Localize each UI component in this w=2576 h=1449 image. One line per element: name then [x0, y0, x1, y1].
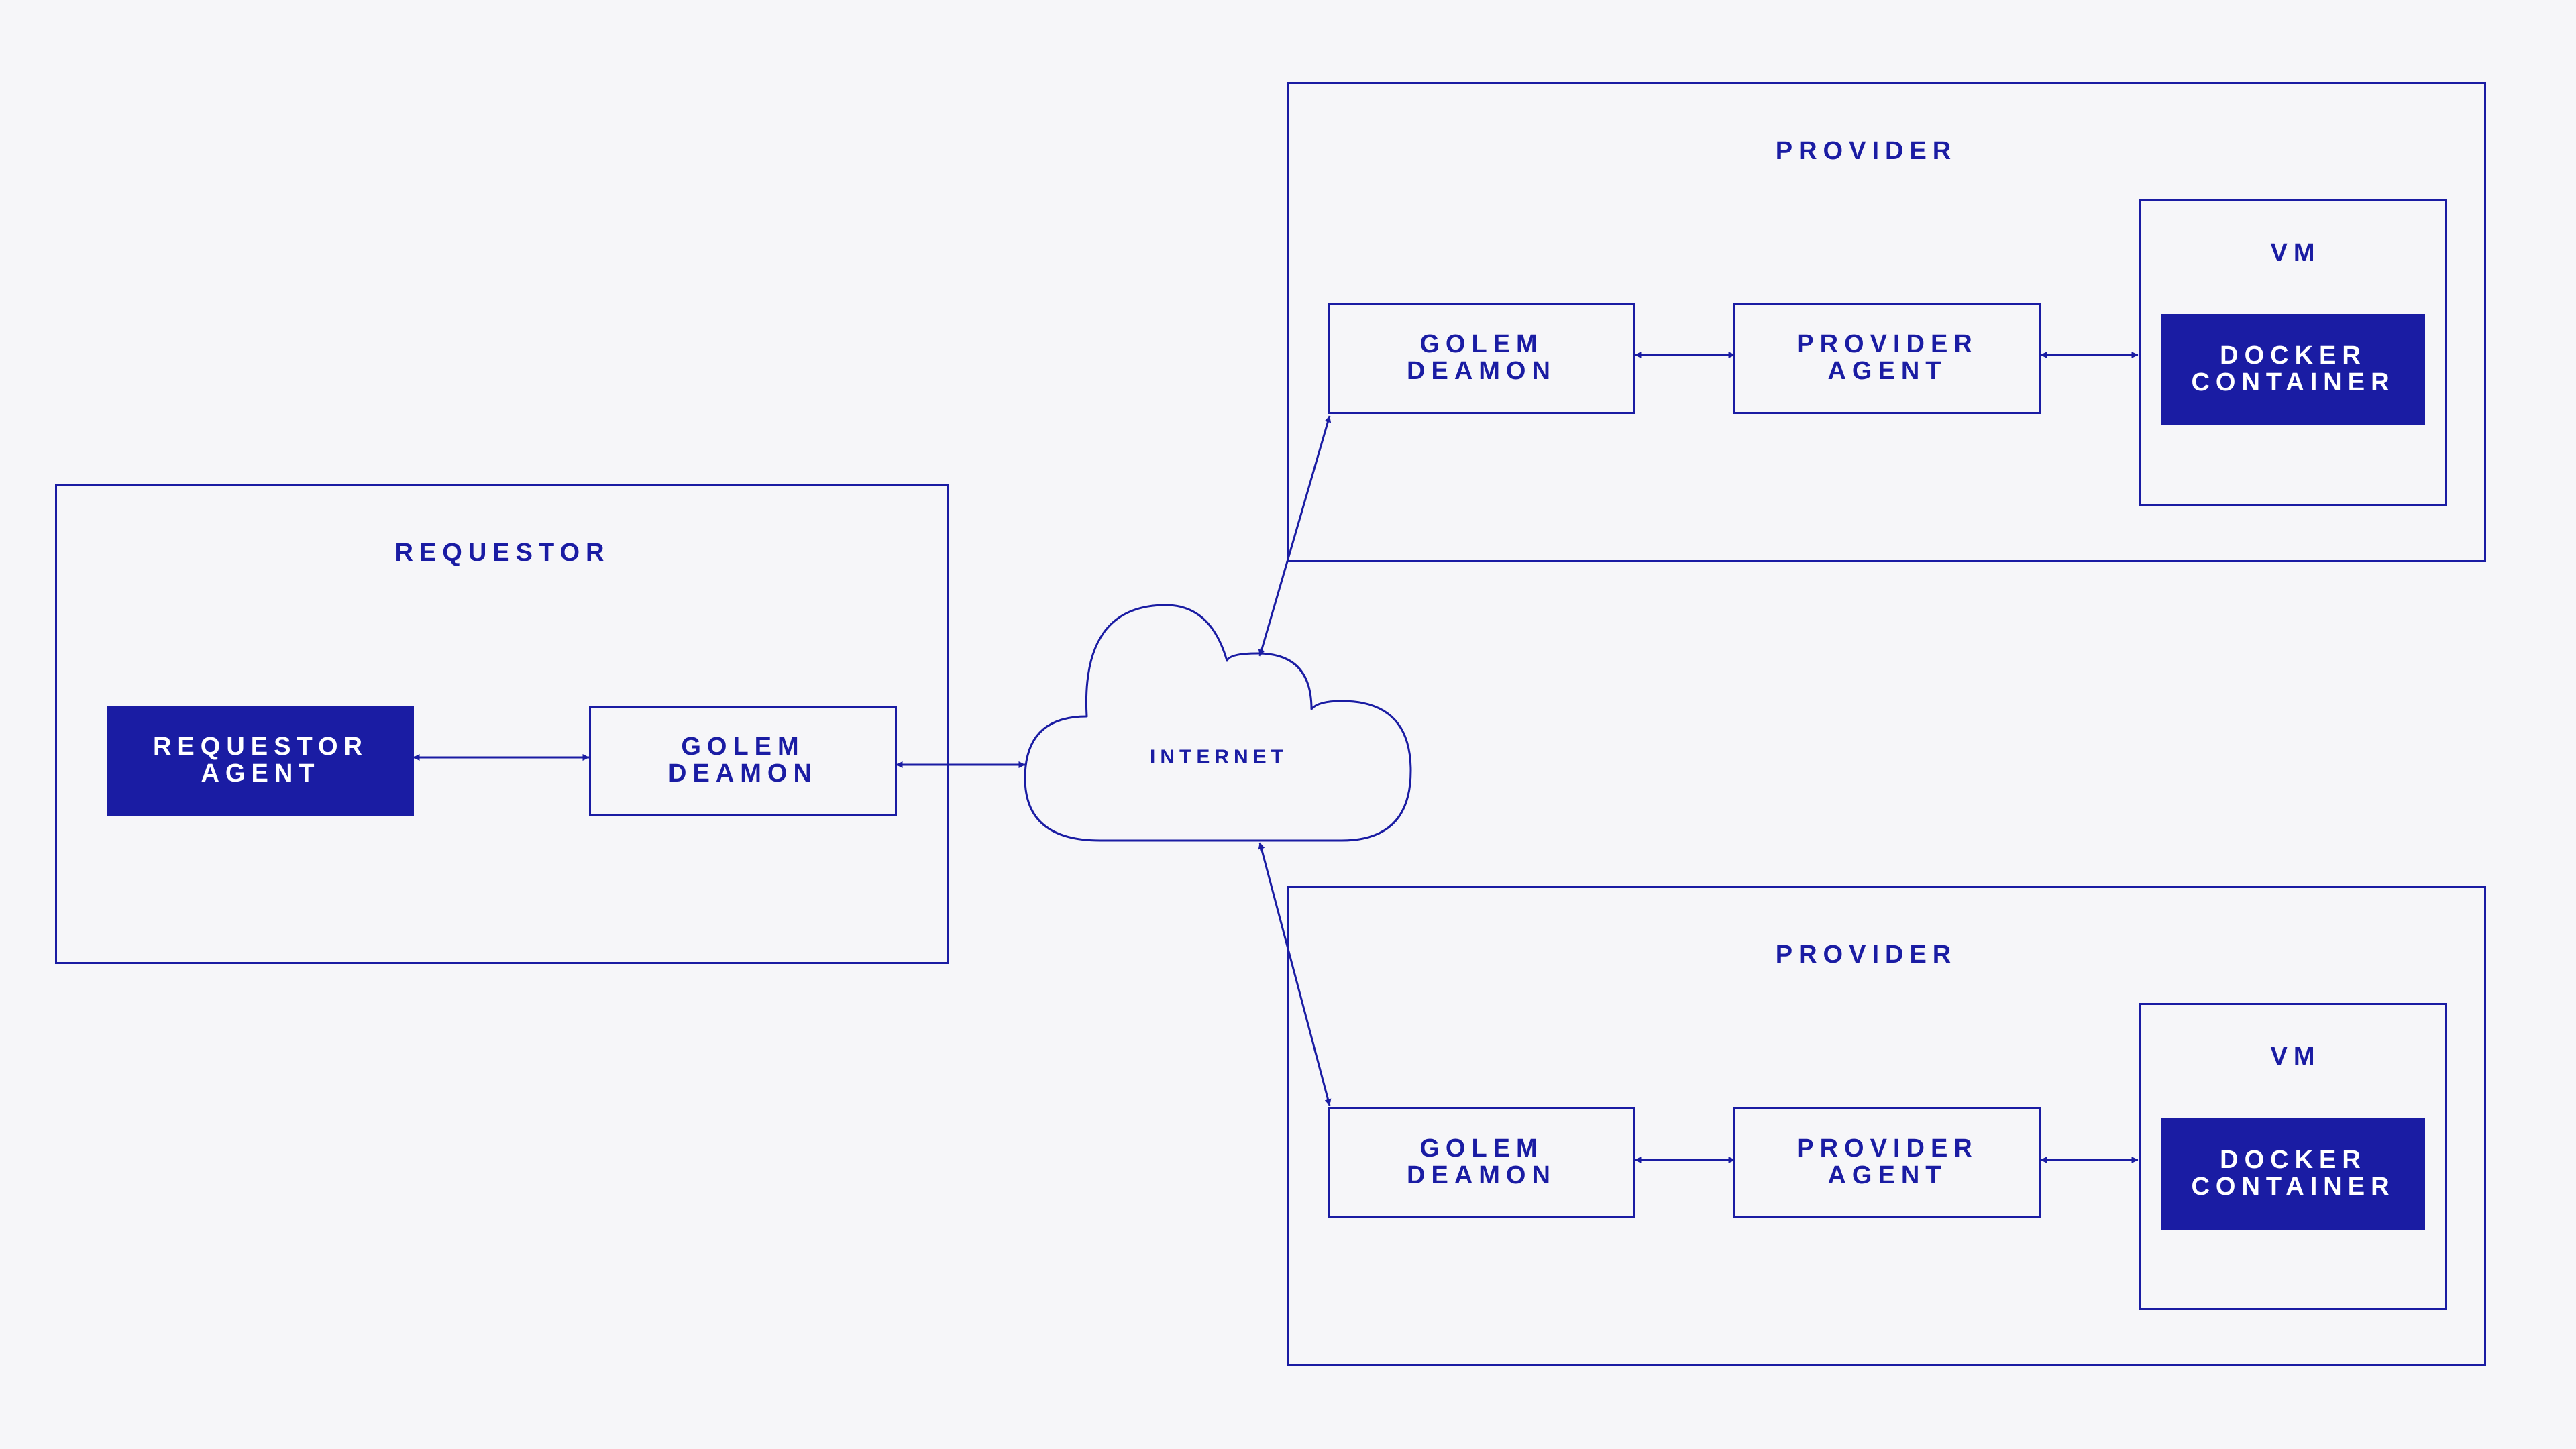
provider-top-vm-frame — [2139, 199, 2447, 506]
provider-top-docker-container-box[interactable]: DOCKER CONTAINER — [2161, 314, 2425, 425]
provider-bottom-agent-box[interactable]: PROVIDER AGENT — [1733, 1107, 2041, 1218]
provider-bottom-docker-container-box[interactable]: DOCKER CONTAINER — [2161, 1118, 2425, 1230]
requestor-daemon-box[interactable]: GOLEM DEAMON — [589, 706, 897, 816]
cloud-icon — [1024, 604, 1412, 842]
requestor-frame — [55, 484, 949, 964]
provider-top-frame — [1287, 82, 2486, 562]
provider-bottom-docker-container-label: DOCKER CONTAINER — [2191, 1146, 2396, 1201]
internet-label: INTERNET — [1150, 746, 1288, 768]
provider-top-vm-title: VM — [2270, 239, 2321, 267]
provider-bottom-frame — [1287, 886, 2486, 1366]
provider-bottom-daemon-label: GOLEM DEAMON — [1407, 1134, 1556, 1189]
provider-top-title: PROVIDER — [1775, 137, 1957, 165]
provider-bottom-vm-title: VM — [2270, 1042, 2321, 1071]
provider-top-daemon-box[interactable]: GOLEM DEAMON — [1328, 303, 1635, 414]
requestor-daemon-label: GOLEM DEAMON — [668, 733, 818, 788]
provider-bottom-daemon-box[interactable]: GOLEM DEAMON — [1328, 1107, 1635, 1218]
provider-bottom-title: PROVIDER — [1775, 941, 1957, 969]
requestor-agent-label: REQUESTOR AGENT — [152, 733, 368, 788]
provider-bottom-agent-label: PROVIDER AGENT — [1796, 1134, 1978, 1189]
provider-top-agent-box[interactable]: PROVIDER AGENT — [1733, 303, 2041, 414]
provider-top-docker-container-label: DOCKER CONTAINER — [2191, 341, 2396, 396]
requestor-agent-box[interactable]: REQUESTOR AGENT — [107, 706, 414, 816]
provider-top-agent-label: PROVIDER AGENT — [1796, 330, 1978, 385]
provider-top-daemon-label: GOLEM DEAMON — [1407, 330, 1556, 385]
provider-bottom-vm-frame — [2139, 1003, 2447, 1310]
requestor-title: REQUESTOR — [394, 539, 610, 567]
